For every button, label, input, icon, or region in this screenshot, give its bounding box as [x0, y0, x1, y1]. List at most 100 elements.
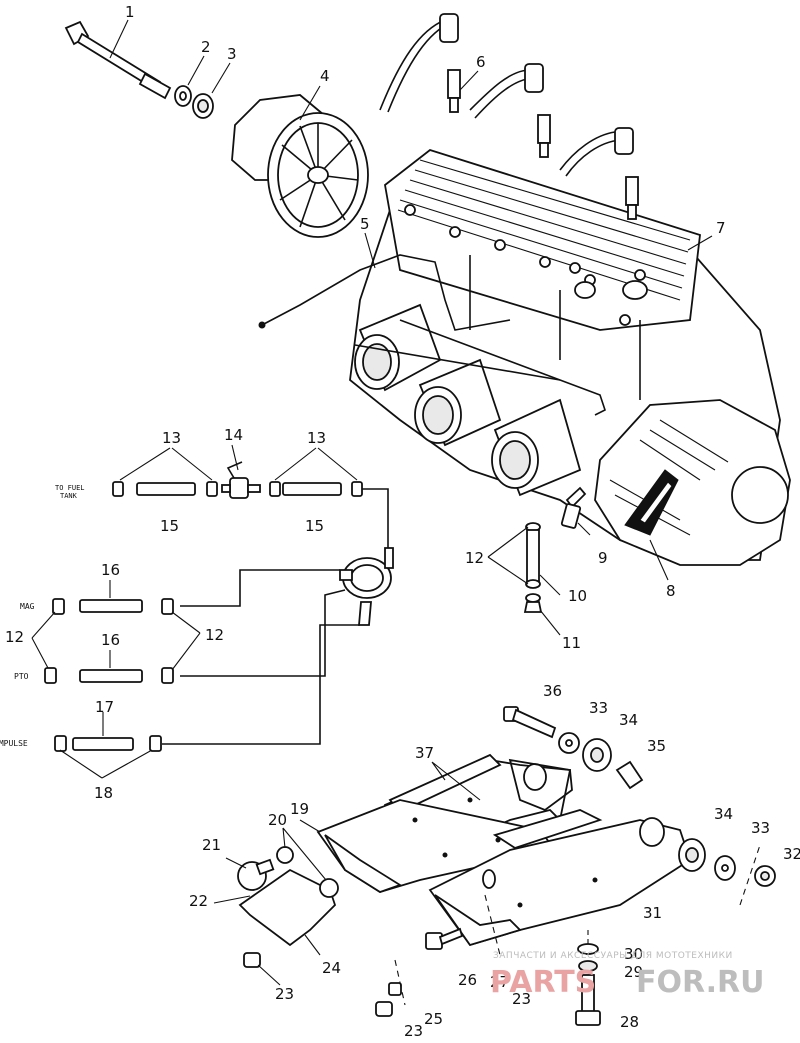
- callout-9: 9: [598, 549, 608, 567]
- hose-15a: [136, 482, 196, 496]
- bracket-24: [238, 846, 339, 947]
- callout-19: 19: [290, 800, 309, 818]
- callout-15b: 15: [305, 517, 324, 535]
- spark-plugs-6: [447, 69, 639, 220]
- clamp-13a: [112, 481, 124, 497]
- sleeve-35: [615, 760, 644, 790]
- callout-2: 2: [201, 38, 211, 56]
- callout-33b: 33: [751, 819, 770, 837]
- callout-27: 27: [490, 973, 509, 991]
- bushing-34a: [582, 738, 612, 772]
- bolt-28: [575, 974, 601, 1026]
- engine-mounts: [213, 706, 776, 1026]
- cable-5: [261, 254, 511, 331]
- label-to-fuel-tank-2: TANK: [60, 492, 78, 500]
- callout-30: 30: [624, 945, 643, 963]
- callout-22: 22: [189, 892, 208, 910]
- callout-3: 3: [227, 45, 237, 63]
- callout-13b: 13: [307, 429, 326, 447]
- side-labels: TO FUEL TANK MAG PTO IMPULSE: [0, 484, 85, 748]
- bushing-34b: [678, 838, 706, 872]
- washer-33a: [558, 732, 580, 754]
- callout-11: 11: [562, 634, 581, 652]
- callout-32: 32: [783, 845, 800, 863]
- callout-35: 35: [647, 737, 666, 755]
- clamp-13d: [351, 481, 363, 497]
- callout-34b: 34: [714, 805, 733, 823]
- nut-3: [192, 93, 214, 119]
- callout-15a: 15: [160, 517, 179, 535]
- hose-16b: [79, 669, 143, 683]
- watermark-brand-1: PARTS: [490, 965, 596, 1000]
- callout-23c: 23: [512, 990, 531, 1008]
- hose-15b: [282, 482, 342, 496]
- callout-14: 14: [224, 426, 243, 444]
- callout-25: 25: [424, 1010, 443, 1028]
- fuel-system: [31, 444, 394, 779]
- hose-17: [72, 737, 134, 751]
- label-to-fuel-tank-1: TO FUEL: [55, 484, 85, 492]
- nut-32: [754, 865, 776, 887]
- callout-8: 8: [666, 582, 676, 600]
- callout-24: 24: [322, 959, 341, 977]
- fitting-11: [523, 593, 543, 613]
- callout-7: 7: [716, 219, 726, 237]
- callout-34a: 34: [619, 711, 638, 729]
- stud-26: [425, 927, 464, 950]
- watermark-tagline: ЗАПЧАСТИ И АКСЕССУАРЫ ДЛЯ МОТОТЕХНИКИ: [493, 951, 733, 961]
- callout-labels: 1 2 3 4 5 6 7 8 9 10 11 12 12 12 13 13 1…: [5, 3, 800, 1040]
- hose-10: [525, 522, 541, 589]
- washer-27: [482, 869, 496, 889]
- callout-1: 1: [125, 3, 135, 21]
- callout-16b: 16: [101, 631, 120, 649]
- carburetor-mag: [354, 303, 442, 392]
- callout-21: 21: [202, 836, 221, 854]
- callout-12c: 12: [205, 626, 224, 644]
- callout-36: 36: [543, 682, 562, 700]
- hose-16a: [79, 599, 143, 613]
- clutch-bolt-assembly: [64, 20, 369, 238]
- callout-16a: 16: [101, 561, 120, 579]
- callout-28: 28: [620, 1013, 639, 1031]
- callout-4: 4: [320, 67, 330, 85]
- washer-29: [578, 960, 598, 972]
- label-mag: MAG: [20, 602, 35, 611]
- nut-25: [388, 982, 402, 996]
- callout-20: 20: [268, 811, 287, 829]
- callout-23b: 23: [404, 1022, 423, 1040]
- callout-12a: 12: [465, 549, 484, 567]
- bolt-36: [503, 706, 557, 739]
- label-pto: PTO: [14, 672, 29, 681]
- washer-33b: [714, 855, 736, 881]
- callout-33a: 33: [589, 699, 608, 717]
- label-impulse: IMPULSE: [0, 739, 28, 748]
- clamp-13b: [206, 481, 218, 497]
- callout-17: 17: [95, 698, 114, 716]
- nut-23a: [243, 952, 261, 968]
- nut-23b: [375, 1001, 393, 1017]
- leader-lines: [109, 19, 713, 581]
- clamp-13c: [269, 481, 281, 497]
- fitting-9: [560, 486, 587, 529]
- callout-5: 5: [360, 215, 370, 233]
- mount-21: [237, 858, 275, 891]
- drive-clutch-4: [231, 94, 369, 238]
- callout-10: 10: [568, 587, 587, 605]
- carburetor-center: [414, 358, 502, 447]
- callout-18: 18: [94, 784, 113, 802]
- fitting-group: [487, 486, 591, 636]
- callout-12b: 12: [5, 628, 24, 646]
- bolt-1: [64, 20, 172, 100]
- spark-plug-wires: [379, 19, 621, 177]
- callout-26: 26: [458, 971, 477, 989]
- fuel-pump: [339, 547, 394, 626]
- engine-assembly: [258, 13, 791, 566]
- callout-37: 37: [415, 744, 434, 762]
- callout-23a: 23: [275, 985, 294, 1003]
- callout-6: 6: [476, 53, 486, 71]
- carburetor-pto: [491, 398, 582, 497]
- callout-31: 31: [643, 904, 662, 922]
- callout-29: 29: [624, 963, 643, 981]
- shutoff-valve-14: [221, 461, 261, 499]
